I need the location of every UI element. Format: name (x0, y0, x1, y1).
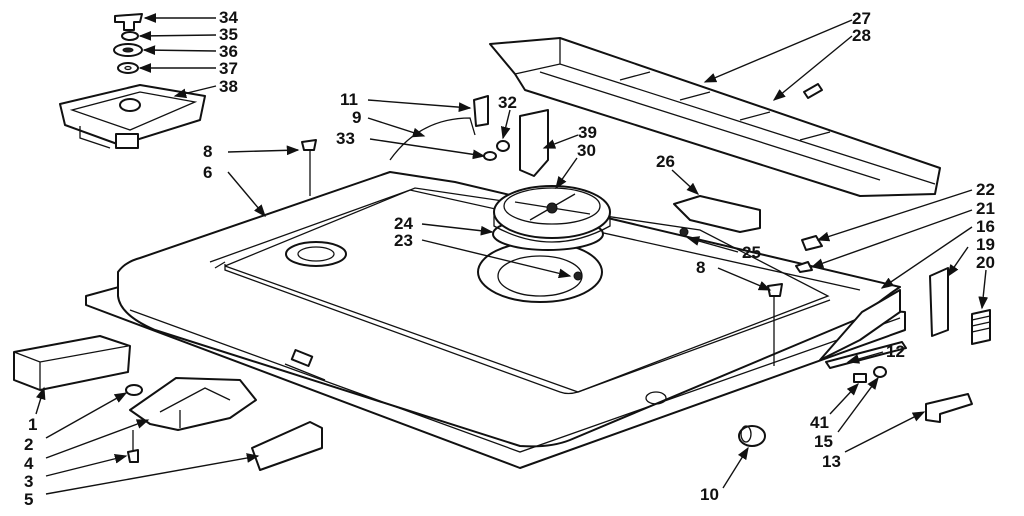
corner-bracket-twentysix (673, 195, 761, 237)
callout-1: 1 (28, 415, 37, 434)
callout-10: 10 (700, 485, 719, 504)
front-panel-one (13, 335, 131, 391)
callout-8-right: 8 (696, 258, 705, 277)
clip-twentyone (795, 261, 813, 273)
kick-panel-five (251, 421, 323, 471)
callout-27: 27 (852, 9, 871, 28)
drain-plug-cap (738, 425, 766, 447)
callout-9: 9 (352, 108, 361, 127)
motor-stack-parts (113, 13, 143, 74)
small-nut (483, 140, 510, 161)
spring-twenty (971, 309, 991, 345)
spray-arm-wheel (493, 185, 611, 243)
callout-20: 20 (976, 253, 995, 272)
clip-twentytwo (801, 235, 823, 251)
callout-30: 30 (577, 141, 596, 160)
spacer-fortyone (853, 373, 867, 383)
callout-34: 34 (219, 8, 238, 27)
trough-screw (803, 83, 823, 99)
callout-23: 23 (394, 231, 413, 250)
callout-26: 26 (656, 152, 675, 171)
callout-28: 28 (852, 26, 871, 45)
drain-plug-hole (645, 391, 667, 405)
upper-spray-trough (489, 37, 941, 197)
callout-11: 11 (340, 90, 358, 109)
callout-8-left: 8 (203, 142, 212, 161)
spray-arm-base-hub (477, 241, 603, 303)
pump-mount-bracket (59, 84, 206, 149)
hinge-bracket-four (129, 377, 257, 431)
callout-36: 36 (219, 42, 238, 61)
callout-13: 13 (822, 452, 841, 471)
callout-12: 12 (886, 342, 905, 361)
screw-center-left (301, 139, 317, 196)
callout-25: 25 (742, 243, 761, 262)
side-mount-bracket (819, 289, 901, 361)
latch-plate-nineteen (929, 267, 949, 337)
callout-15: 15 (814, 432, 833, 451)
leader-lines (35, 13, 989, 495)
callout-21: 21 (976, 199, 995, 218)
spray-arm-support-bracket (389, 109, 549, 177)
bolt-fifteen (873, 366, 887, 378)
callout-19: 19 (976, 235, 995, 254)
callout-35: 35 (219, 25, 238, 44)
callout-4: 4 (24, 454, 34, 473)
callout-41: 41 (810, 413, 829, 432)
rod-twelve (825, 341, 907, 369)
clip-eleven (473, 95, 489, 127)
screw-center-right (767, 283, 783, 366)
callout-16: 16 (976, 217, 995, 236)
callout-38: 38 (219, 77, 238, 96)
callout-6: 6 (203, 163, 212, 182)
callout-5: 5 (24, 490, 33, 509)
bracket-thirteen (925, 393, 973, 423)
washer-two (125, 384, 143, 396)
callout-2: 2 (24, 435, 33, 454)
floor-drain-hole (285, 241, 347, 267)
callout-24: 24 (394, 214, 413, 233)
inner-sump-area (224, 187, 830, 393)
door-hinge-slot (284, 348, 326, 381)
callout-33: 33 (336, 129, 355, 148)
callout-39: 39 (578, 123, 597, 142)
callout-3: 3 (24, 472, 33, 491)
screw-three (127, 430, 139, 463)
callout-37: 37 (219, 59, 238, 78)
callout-22: 22 (976, 180, 995, 199)
callout-32: 32 (498, 93, 517, 112)
